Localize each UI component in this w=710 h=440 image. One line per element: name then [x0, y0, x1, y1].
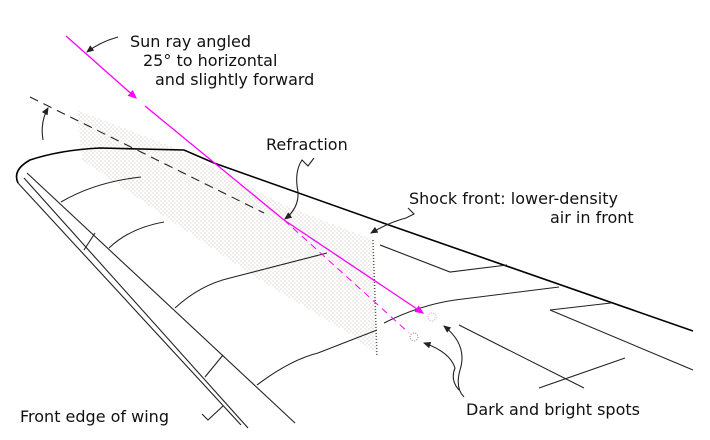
front-edge-label: Front edge of wing: [20, 407, 169, 426]
sun-ray-incoming: [65, 35, 137, 99]
wing-outline: [15, 147, 694, 429]
refraction-stipple-region: [77, 110, 377, 355]
spots-pointer-1: [443, 325, 465, 398]
sun-ray-refracted: [283, 219, 425, 314]
shock-front-edge: [372, 239, 378, 357]
bright-spot: [427, 312, 437, 322]
shock-front-pointer: [370, 207, 415, 234]
shock-front-label-line1: Shock front: lower-density: [409, 189, 618, 208]
angle-arc: [41, 107, 49, 141]
shock-front-label-line2: air in front: [550, 208, 634, 227]
refraction-pointer: [284, 157, 315, 220]
sun-ray-pointer: [86, 36, 119, 53]
sun-ray-unrefracted-path: [283, 219, 410, 334]
dark-spot: [409, 332, 419, 342]
refraction-label: Refraction: [266, 135, 348, 154]
horizontal-reference-line: [29, 96, 265, 214]
spots-label: Dark and bright spots: [466, 400, 640, 419]
sun-ray-incoming-2: [144, 105, 285, 221]
sun-ray-label-line2: 25° to horizontal: [143, 51, 277, 70]
sun-ray-label-line1: Sun ray angled: [130, 32, 251, 51]
spots-pointer-2: [422, 342, 460, 391]
sun-ray-label-line3: and slightly forward: [155, 70, 314, 89]
front-edge-checkmark: [201, 405, 224, 421]
